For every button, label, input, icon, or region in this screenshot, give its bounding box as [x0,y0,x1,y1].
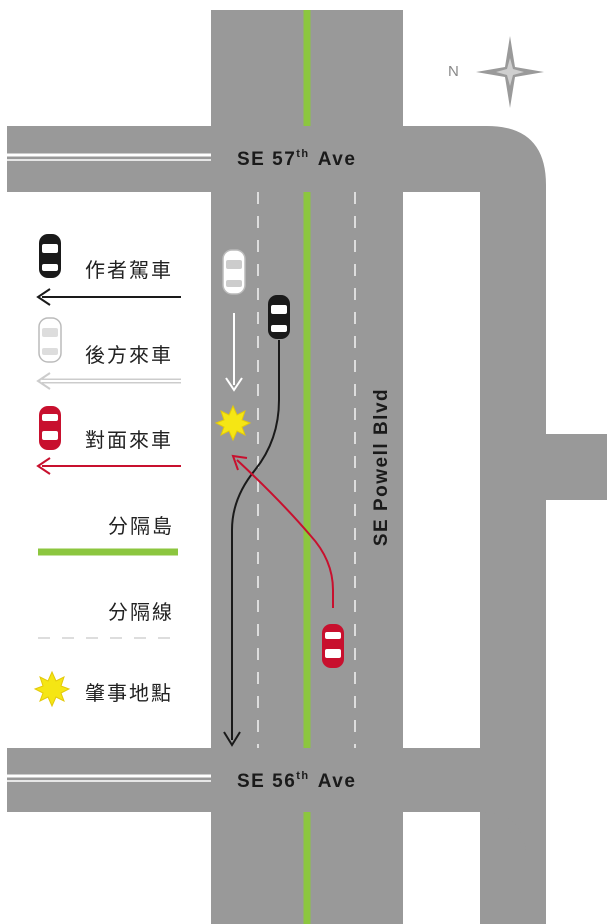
street-type: Ave [317,771,357,792]
legend-lane-line-label: 分隔線 [108,600,174,624]
street-label-se-56th: SE 56th Ave [237,770,356,793]
ordinal-suffix: th [296,770,310,782]
rear-car-icon [222,249,246,295]
legend-rear-label: 後方來車 [85,343,173,367]
street-label-se-57th: SE 57th Ave [237,148,356,171]
legend-crash-icon [33,670,71,708]
rear-arrow-head [225,377,243,392]
legend-median-label: 分隔島 [108,514,174,538]
legend-rear-car-icon [38,317,62,363]
se-56th-ave-road [7,748,546,812]
curved-corner [480,812,546,924]
legend-author-label: 作者駕車 [85,258,173,282]
author-car-icon [268,295,290,339]
author-path [231,340,280,740]
oncoming-arrow-head [231,454,248,471]
legend-oncoming-car-icon [39,406,61,450]
ordinal-suffix: th [296,148,310,160]
compass-north-label: N [448,63,459,80]
oncoming-car-path [236,459,334,608]
street-number: SE 57 [237,149,297,170]
east-side-road [546,434,607,500]
legend-author-car-icon [39,234,61,278]
street-type: Ave [317,149,357,170]
legend-crash-label: 肇事地點 [85,681,173,705]
street-label-se-powell-blvd: SE Powell Blvd [371,387,392,547]
author-arrow-head [223,731,241,747]
compass-star-icon [476,36,544,108]
curved-side-road [403,126,546,924]
street-number: SE 56 [237,771,297,792]
legend-oncoming-label: 對面來車 [85,428,173,452]
oncoming-car-icon [322,624,344,668]
crash-site-icon [214,404,252,442]
